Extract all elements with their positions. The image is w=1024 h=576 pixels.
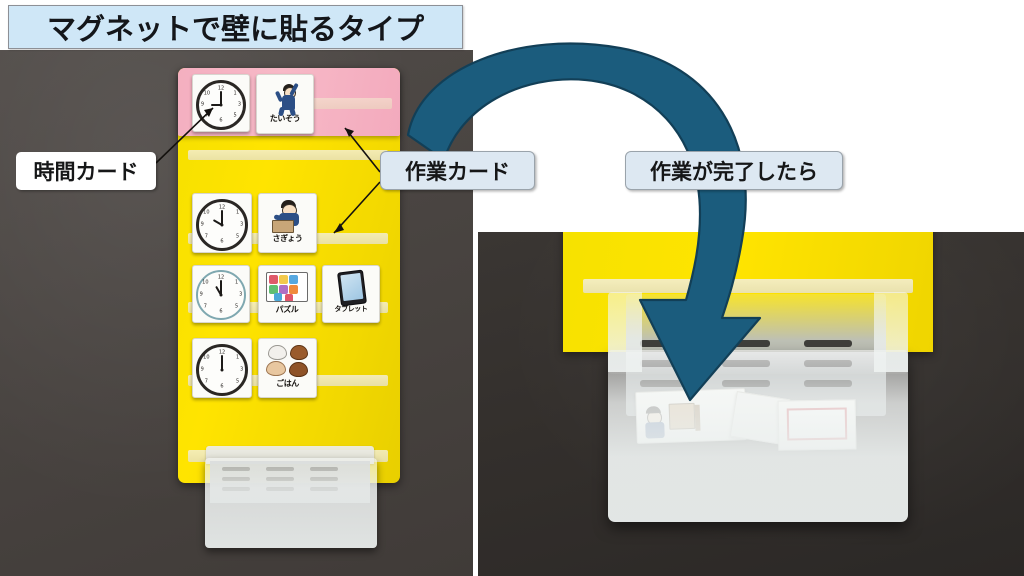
basket-right-wall [874, 292, 908, 372]
time-card-row3[interactable]: 12 1 3 5 6 7 9 10 [192, 265, 250, 323]
task-card-gohan[interactable]: ごはん [258, 338, 317, 398]
right-photo [478, 232, 1024, 576]
velcro-strip [583, 279, 913, 293]
clock-face-10: 12 1 3 5 6 7 9 10 [196, 199, 248, 251]
clock-hour-hand [221, 360, 223, 370]
clock-minute-hand [220, 280, 222, 295]
task-card-label: ごはん [276, 379, 299, 388]
callout-time-label: 時間カード [33, 161, 139, 184]
title-banner: マグネットで壁に貼るタイプ [8, 5, 463, 49]
task-card-label: タブレット [334, 306, 368, 313]
time-card-row2[interactable]: 12 1 3 5 6 7 9 10 [192, 193, 252, 253]
clock-face-12: 12 1 3 5 6 7 9 10 [196, 344, 248, 396]
left-photo: 12 1 3 5 6 7 9 10 [0, 50, 473, 576]
task-card-sagyou[interactable]: さぎょう [258, 193, 317, 253]
callout-task-card: 作業カード [380, 151, 535, 190]
basket-left-wall [608, 292, 642, 372]
person-stretching-icon [257, 75, 313, 117]
basket-front-highlight [608, 350, 908, 374]
basket-front-right [608, 352, 908, 522]
basket-front-left [205, 458, 377, 548]
task-card-taiso[interactable]: たいそう [256, 74, 314, 134]
callout-work-complete: 作業が完了したら [625, 151, 843, 190]
task-card-tablet[interactable]: タブレット [322, 265, 380, 323]
clock-face-9: 12 1 3 5 6 7 9 10 [196, 80, 246, 130]
tablet-device-icon [323, 266, 379, 307]
task-card-puzzle[interactable]: パズル [258, 265, 316, 323]
title-text: マグネットで壁に貼るタイプ [46, 14, 424, 46]
clock-pivot [220, 368, 224, 372]
person-working-icon [259, 194, 316, 235]
clock-minute-hand [220, 91, 222, 105]
task-card-label: たいそう [269, 114, 301, 123]
velcro-strip [260, 98, 392, 109]
task-card-label: パズル [275, 305, 299, 314]
callout-task-label: 作業カード [405, 160, 510, 184]
callout-time-card: 時間カード [16, 152, 156, 190]
clock-face-11: 12 1 3 5 6 7 9 10 [196, 270, 246, 320]
meal-bowls-icon [259, 339, 316, 380]
clock-pivot [219, 103, 223, 107]
time-card-row1[interactable]: 12 1 3 5 6 7 9 10 [192, 74, 250, 132]
clock-minute-hand [221, 210, 223, 225]
task-card-label: さぎょう [272, 234, 303, 243]
time-card-row4[interactable]: 12 1 3 5 6 7 9 10 [192, 338, 252, 398]
clock-pivot [220, 223, 224, 227]
callout-done-label: 作業が完了したら [650, 160, 818, 184]
velcro-strip [188, 150, 388, 160]
clock-pivot [219, 293, 223, 297]
jigsaw-puzzle-icon [259, 266, 315, 306]
